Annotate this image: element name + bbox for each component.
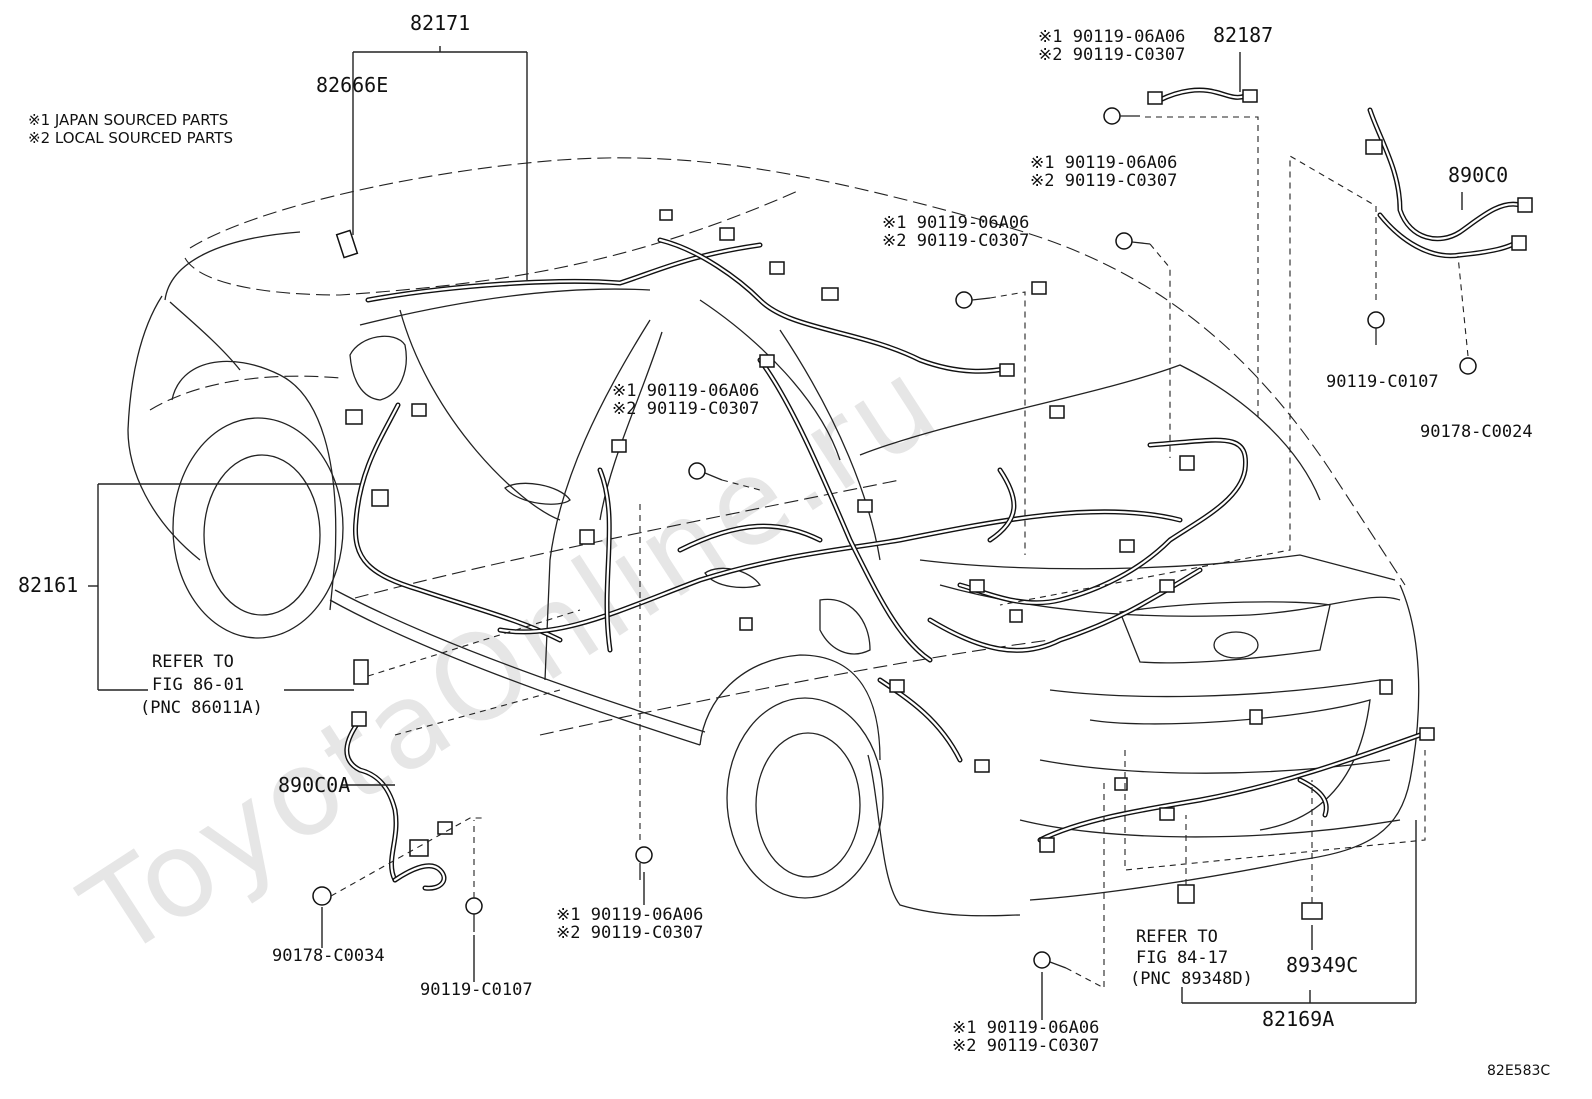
svg-text:※1 90119-06A06: ※1 90119-06A06 bbox=[952, 1018, 1099, 1038]
svg-text:※1 90119-06A06: ※1 90119-06A06 bbox=[612, 381, 759, 401]
svg-text:※2 90119-C0307: ※2 90119-C0307 bbox=[1030, 171, 1177, 191]
svg-text:FIG 86-01: FIG 86-01 bbox=[152, 675, 244, 695]
svg-text:REFER TO: REFER TO bbox=[1136, 927, 1218, 947]
wire-harness-luggage bbox=[877, 437, 1249, 763]
part-label-82187[interactable]: 82187 bbox=[1213, 23, 1273, 47]
bolt-callout-3[interactable]: ※1 90119-06A06 ※2 90119-C0307 bbox=[882, 213, 1029, 251]
dashed-leaders bbox=[330, 116, 1469, 989]
part-label-90119-C0107-left[interactable]: 90119-C0107 bbox=[420, 980, 533, 1000]
svg-text:FIG 84-17: FIG 84-17 bbox=[1136, 948, 1228, 968]
note-local-sourced: ※2 LOCAL SOURCED PARTS bbox=[28, 129, 233, 147]
refer-fig-84-17[interactable]: REFER TO FIG 84-17 (PNC 89348D) bbox=[1130, 927, 1253, 989]
svg-text:※1 90119-06A06: ※1 90119-06A06 bbox=[1030, 153, 1177, 173]
car-body-outline bbox=[127, 157, 1420, 917]
refer-fig-86-01[interactable]: REFER TO FIG 86-01 (PNC 86011A) bbox=[140, 652, 263, 718]
svg-text:REFER TO: REFER TO bbox=[152, 652, 234, 672]
wire-harness-890C0 bbox=[1365, 107, 1533, 259]
svg-text:※1 90119-06A06: ※1 90119-06A06 bbox=[882, 213, 1029, 233]
harness-connectors bbox=[345, 209, 1435, 853]
bolt-callout-5[interactable]: ※1 90119-06A06 ※2 90119-C0307 bbox=[556, 905, 703, 943]
part-label-890C0[interactable]: 890C0 bbox=[1448, 163, 1508, 187]
callout-leaders bbox=[88, 46, 1463, 1020]
part-label-82171[interactable]: 82171 bbox=[410, 11, 470, 35]
part-label-82169A[interactable]: 82169A bbox=[1262, 1007, 1334, 1031]
notes-block: ※1 JAPAN SOURCED PARTS ※2 LOCAL SOURCED … bbox=[28, 111, 233, 147]
wire-harness-82187 bbox=[1103, 87, 1258, 125]
svg-text:※2 90119-C0307: ※2 90119-C0307 bbox=[612, 399, 759, 419]
part-label-89349C[interactable]: 89349C bbox=[1286, 953, 1358, 977]
part-label-890C0A[interactable]: 890C0A bbox=[278, 773, 350, 797]
bolt-callout-6[interactable]: ※1 90119-06A06 ※2 90119-C0307 bbox=[952, 1018, 1099, 1056]
part-label-90178-C0034[interactable]: 90178-C0034 bbox=[272, 946, 385, 966]
svg-text:※1 90119-06A06: ※1 90119-06A06 bbox=[556, 905, 703, 925]
part-label-82161[interactable]: 82161 bbox=[18, 573, 78, 597]
part-label-90178-C0024[interactable]: 90178-C0024 bbox=[1420, 422, 1533, 442]
note-japan-sourced: ※1 JAPAN SOURCED PARTS bbox=[28, 111, 228, 129]
part-label-82666E[interactable]: 82666E bbox=[316, 73, 388, 97]
figure-code: 82E583C bbox=[1487, 1063, 1550, 1079]
bolt-callout-4[interactable]: ※1 90119-06A06 ※2 90119-C0307 bbox=[612, 381, 759, 419]
svg-text:※2 90119-C0307: ※2 90119-C0307 bbox=[882, 231, 1029, 251]
svg-text:※1 90119-06A06: ※1 90119-06A06 bbox=[1038, 27, 1185, 47]
wire-harness-bumper-82169A bbox=[1037, 732, 1423, 843]
svg-text:※2 90119-C0307: ※2 90119-C0307 bbox=[556, 923, 703, 943]
svg-text:※2 90119-C0307: ※2 90119-C0307 bbox=[952, 1036, 1099, 1056]
part-label-90119-C0107-right[interactable]: 90119-C0107 bbox=[1326, 372, 1439, 392]
bolt-callout-1[interactable]: ※1 90119-06A06 ※2 90119-C0307 bbox=[1038, 27, 1185, 65]
svg-text:(PNC 86011A): (PNC 86011A) bbox=[140, 698, 263, 718]
bolt-callout-2[interactable]: ※1 90119-06A06 ※2 90119-C0307 bbox=[1030, 153, 1177, 191]
svg-text:(PNC 89348D): (PNC 89348D) bbox=[1130, 969, 1253, 989]
wire-harness-roof-82171 bbox=[365, 237, 1013, 374]
svg-text:※2 90119-C0307: ※2 90119-C0307 bbox=[1038, 45, 1185, 65]
wire-harness-floor-82161 bbox=[352, 357, 1183, 663]
fastener-parts bbox=[312, 229, 1477, 969]
